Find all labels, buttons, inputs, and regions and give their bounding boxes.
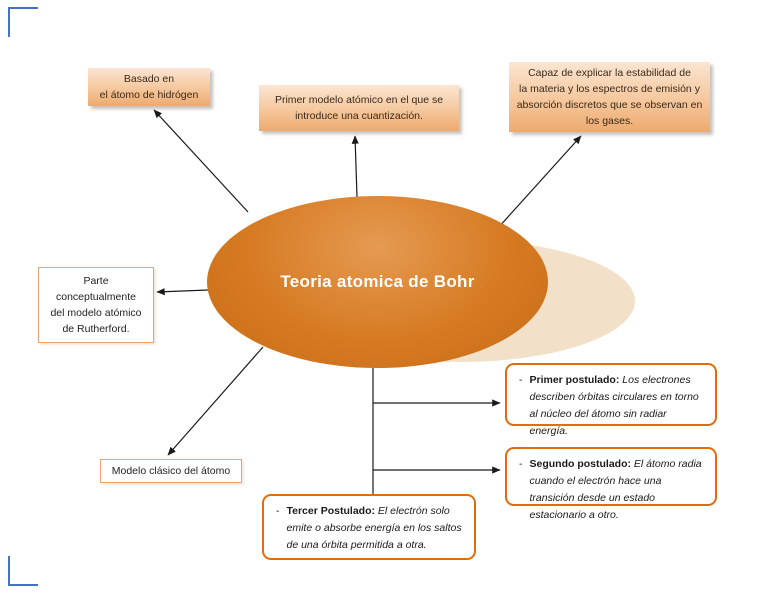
postulate-text: Tercer Postulado: El electrón solo emite…: [287, 503, 465, 554]
node-tercer-postulado: - Tercer Postulado: El electrón solo emi…: [262, 494, 476, 560]
corner-mark-bottom-left-icon: [8, 556, 38, 586]
node-text-line: Modelo clásico del átomo: [111, 465, 231, 477]
node-capaz-de-explicar: Capaz de explicar la estabilidad de la m…: [509, 62, 710, 132]
arrow-to-modelo-clasico: [167, 346, 264, 456]
postulate-text: Segundo postulado: El átomo radia cuando…: [530, 456, 706, 524]
node-text-line: de Rutherford.: [62, 323, 130, 335]
postulate-body: Los electrones describen órbitas circula…: [529, 374, 699, 437]
node-text-line: los gases.: [585, 115, 634, 127]
node-text-line: introduce una cuantización.: [295, 110, 423, 122]
node-text-line: el átomo de hidrógen: [99, 89, 199, 101]
corner-mark-top-left-icon: [8, 7, 38, 37]
postulate-label: Segundo postulado:: [529, 458, 632, 470]
node-text-line: del modelo atómico: [50, 307, 142, 319]
central-topic-ellipse: Teoria atomica de Bohr: [207, 196, 548, 368]
postulate-label: Primer postulado:: [529, 374, 620, 386]
node-text-line: la materia y los espectros de emisión y: [519, 83, 700, 95]
bullet-dash: -: [519, 374, 523, 386]
node-text-line: Capaz de explicar la estabilidad de: [528, 67, 691, 79]
arrow-to-primer-modelo: [351, 135, 359, 198]
postulate-body: El átomo radia cuando el electrón hace u…: [529, 458, 702, 521]
bullet-dash: -: [276, 505, 280, 517]
node-basado-en: Basado en el átomo de hidrógen: [88, 68, 210, 106]
postulate-text: Primer postulado: Los electrones describ…: [530, 372, 706, 440]
central-topic-title: Teoria atomica de Bohr: [280, 272, 475, 291]
node-segundo-postulado: - Segundo postulado: El átomo radia cuan…: [505, 447, 717, 521]
node-primer-postulado: - Primer postulado: Los electrones descr…: [505, 363, 717, 437]
postulate-label: Tercer Postulado:: [286, 505, 376, 517]
node-parte-conceptualmente: Parte conceptualmente del modelo atómico…: [38, 267, 154, 343]
node-text-line: Parte: [83, 275, 109, 287]
arrow-to-basado: [153, 109, 249, 213]
node-text-line: absorción discretos que se observan en: [516, 99, 703, 111]
node-primer-modelo: Primer modelo atómico en el que se intro…: [259, 85, 459, 131]
node-text-line: Primer modelo atómico en el que se: [274, 94, 444, 106]
node-modelo-clasico: Modelo clásico del átomo: [100, 459, 242, 483]
arrow-to-capaz: [497, 135, 582, 229]
node-text-line: Basado en: [123, 73, 175, 85]
postulate-body: El electrón solo emite o absorbe energía…: [286, 505, 462, 551]
bullet-dash: -: [519, 458, 523, 470]
node-text-line: conceptualmente: [56, 291, 136, 303]
arrow-to-parte: [156, 288, 209, 296]
